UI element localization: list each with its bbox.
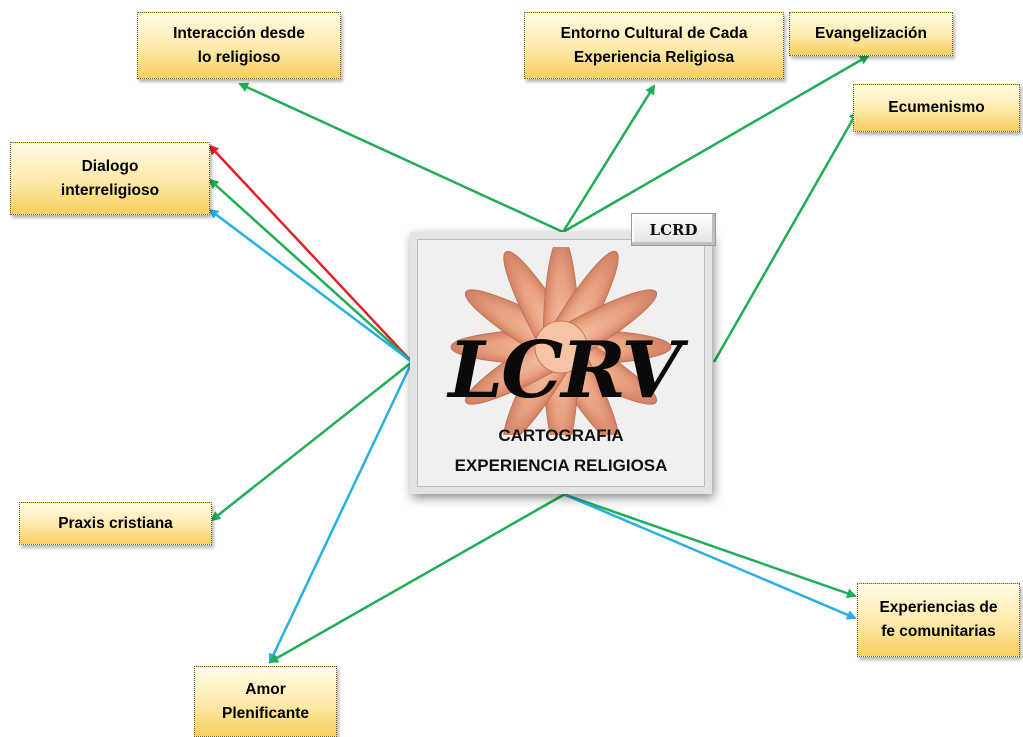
node-ecumenismo: Ecumenismo <box>853 84 1020 132</box>
arrow-blue-to-dialogo <box>208 208 413 363</box>
arrow-blue-to-experiencias <box>562 492 857 620</box>
arrow-to-praxis <box>210 361 413 522</box>
lcrd-badge: LCRD <box>631 213 716 246</box>
node-praxis: Praxis cristiana <box>19 502 212 545</box>
arrow-blue-to-amor <box>268 361 414 664</box>
node-entorno: Entorno Cultural de Cada Experiencia Rel… <box>524 12 784 79</box>
center-subtitle-line2: EXPERIENCIA RELIGIOSA <box>454 456 668 475</box>
node-interaccion: Interacción desde lo religioso <box>137 12 341 79</box>
center-subtitle-line1: CARTOGRAFIA <box>498 426 624 445</box>
hands-circle-image <box>429 247 693 435</box>
node-amor: Amor Plenificante <box>194 666 337 737</box>
logo-text: LCRV <box>448 325 681 416</box>
node-evangelizacion: Evangelización <box>789 12 953 56</box>
arrow-green-to-experiencias <box>562 492 857 599</box>
central-logo-panel: LCRV CARTOGRAFIA EXPERIENCIA RELIGIOSA <box>410 232 712 494</box>
arrow-to-entorno <box>561 84 656 233</box>
node-experiencias: Experiencias de fe comunitarias <box>857 583 1020 657</box>
node-dialogo: Dialogo interreligioso <box>10 142 210 215</box>
arrow-green-to-amor <box>268 492 566 664</box>
arrow-to-ecumenismo <box>712 110 859 363</box>
arrow-green-to-dialogo <box>208 178 413 363</box>
arrow-to-interaccion <box>238 82 564 234</box>
arrow-to-evangelizacion <box>562 54 870 234</box>
arrow-red-to-dialogo <box>208 144 413 363</box>
